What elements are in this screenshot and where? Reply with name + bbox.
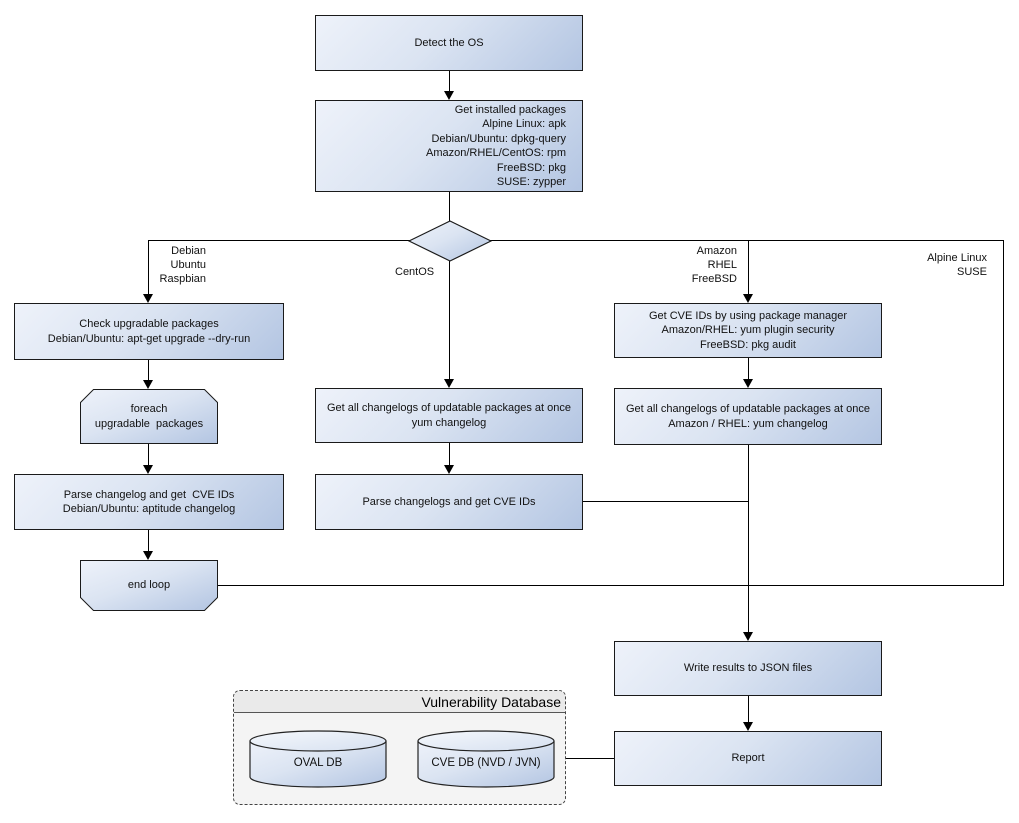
node-get-changelogs-amazon: Get all changelogs of updatable packages… (614, 388, 882, 445)
edge-line (748, 358, 749, 380)
edge-line (748, 443, 749, 633)
loop-end-shape (80, 560, 218, 611)
node-label: Detect the OS (414, 36, 484, 49)
edge-line (148, 240, 149, 295)
node-label: Get all changelogs of updatable packages… (326, 402, 571, 429)
decision-diamond (408, 220, 492, 262)
node-get-installed-packages: Get installed packages Alpine Linux: apk… (315, 100, 583, 192)
branch-label-debian: Debian Ubuntu Raspbian (159, 245, 206, 285)
node-label: Get installed packages Alpine Linux: apk… (426, 103, 566, 189)
branch-label-centos: CentOS (395, 266, 435, 278)
edge-line (449, 261, 450, 380)
arrowhead-down (444, 379, 454, 388)
edge-line (148, 360, 149, 381)
node-check-upgradable-packages: Check upgradable packages Debian/Ubuntu:… (14, 303, 284, 360)
node-label: Report (731, 752, 765, 765)
node-parse-changelog-debian: Parse changelog and get CVE IDs Debian/U… (14, 474, 284, 530)
vulnerability-database-title: Vulnerability Database (421, 693, 561, 710)
database-cylinder-icon (249, 730, 387, 788)
node-label: Check upgradable packages Debian/Ubuntu:… (47, 318, 251, 345)
edge-line (748, 696, 749, 723)
cve-db-cylinder: CVE DB (NVD / JVN) (417, 730, 555, 788)
edge-line (449, 192, 450, 221)
cylinder-label: OVAL DB (293, 757, 343, 769)
node-label: Get CVE IDs by using package manager Ama… (648, 309, 848, 351)
arrowhead-down (143, 465, 153, 474)
edge-line (1003, 240, 1004, 586)
node-write-results-json: Write results to JSON files (614, 641, 882, 696)
edge-line (449, 443, 450, 466)
cylinder-label: CVE DB (NVD / JVN) (431, 757, 541, 769)
arrowhead-down (444, 91, 454, 100)
loop-start-shape (80, 389, 218, 444)
vulnerability-database-header: Vulnerability Database (234, 691, 565, 713)
node-label: Parse changelog and get CVE IDs Debian/U… (62, 488, 236, 516)
arrowhead-down (143, 551, 153, 560)
node-report: Report (614, 731, 882, 786)
edge-line (148, 240, 410, 241)
edge-line (148, 530, 149, 552)
diamond-icon (408, 220, 492, 262)
database-cylinder-icon (417, 730, 555, 788)
edge-line (583, 501, 748, 502)
arrowhead-down (743, 379, 753, 388)
arrowhead-down (743, 632, 753, 641)
node-label: foreach upgradable packages (94, 403, 204, 430)
branch-label-alpine: Alpine Linux SUSE (927, 252, 987, 278)
node-label: Write results to JSON files (683, 662, 813, 675)
oval-db-cylinder: OVAL DB (249, 730, 387, 788)
edge-line (748, 240, 749, 295)
branch-label-amazon: Amazon RHEL FreeBSD (691, 245, 737, 285)
node-foreach-loop: foreach upgradable packages (80, 389, 218, 444)
node-parse-changelogs-centos: Parse changelogs and get CVE IDs (315, 474, 583, 530)
edge-line (449, 71, 450, 92)
node-get-changelogs-centos: Get all changelogs of updatable packages… (315, 388, 583, 443)
node-detect-os: Detect the OS (315, 15, 583, 71)
edge-line (218, 585, 1004, 586)
node-get-cve-ids-package-manager: Get CVE IDs by using package manager Ama… (614, 303, 882, 358)
arrowhead-down (143, 294, 153, 303)
arrowhead-down (743, 294, 753, 303)
node-end-loop: end loop (80, 560, 218, 611)
node-label: Get all changelogs of updatable packages… (625, 403, 870, 430)
arrowhead-down (143, 380, 153, 389)
node-label: Parse changelogs and get CVE IDs (362, 495, 536, 508)
node-label: end loop (127, 579, 171, 592)
edge-line (148, 444, 149, 466)
arrowhead-down (444, 465, 454, 474)
edge-line (489, 240, 1004, 241)
edge-line (566, 758, 614, 759)
arrowhead-down (743, 722, 753, 731)
